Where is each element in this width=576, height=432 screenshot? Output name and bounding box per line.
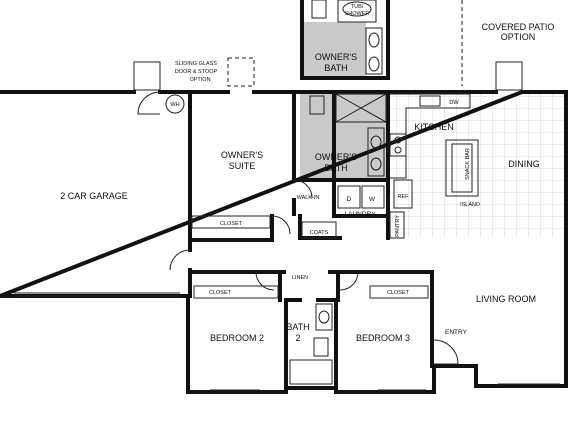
label-closet-bed2: CLOSET: [209, 290, 232, 296]
label-bath2-1: BATH: [286, 322, 309, 332]
label-walk-in: WALK-IN: [297, 195, 320, 201]
label-owners-suite-2: SUITE: [229, 161, 256, 171]
label-closet-bed3: CLOSET: [387, 290, 410, 296]
label-sliding-glass-2: DOOR & STOOP: [175, 69, 218, 75]
vanity-lower: [367, 127, 385, 177]
bath2-vanity: [315, 303, 333, 331]
range: [389, 133, 407, 157]
pantry-box: [389, 211, 405, 239]
label-bedroom2: BEDROOM 2: [210, 333, 264, 343]
upper-bath-tile: [304, 22, 366, 78]
label-coats: COATS: [310, 230, 329, 236]
label-owners-suite-1: OWNER'S: [221, 150, 263, 160]
bath2-toilet: [313, 337, 329, 357]
upper-bath-walls: [300, 0, 390, 80]
label-owners-bath-lower-1: OWNER'S: [315, 152, 357, 162]
stoop-left: [133, 61, 161, 91]
bath2-sink: [318, 310, 330, 324]
garage-door: [14, 292, 180, 297]
shower-lower: [335, 93, 387, 123]
closet-bed2: [193, 285, 279, 299]
label-covered-patio-1: COVERED PATIO: [482, 22, 555, 32]
label-laundry: LAUNDRY: [345, 211, 377, 218]
label-dw: DW: [449, 100, 459, 106]
label-covered-patio-2: OPTION: [501, 32, 536, 42]
toilet-lower: [309, 95, 325, 115]
washer: [361, 185, 385, 209]
lower-bath-tile: [300, 92, 388, 180]
fridge: [393, 179, 413, 209]
labels: COVERED PATIO OPTION TUB/ SHOWER OWNER'S…: [60, 4, 554, 343]
sink-lower-1: [370, 135, 382, 149]
closet-suite: [191, 215, 271, 229]
sink-lower-2: [370, 157, 382, 171]
kitchen-counter: [390, 93, 471, 179]
stoop-right: [227, 57, 255, 87]
vanity-upper: [365, 27, 383, 75]
label-dryer: D: [347, 196, 352, 203]
island: [445, 139, 479, 197]
bedroom-divider-walls: [278, 270, 340, 390]
toilet-upper: [311, 0, 327, 19]
bath-walls: [292, 90, 390, 240]
label-tub-shower-1: TUB/: [351, 4, 364, 10]
label-closet-suite: CLOSET: [220, 221, 243, 227]
suite-walls: [188, 90, 296, 242]
label-kitchen: KITCHEN: [414, 122, 454, 132]
label-garage: 2 CAR GARAGE: [60, 191, 128, 201]
sink-upper-2: [368, 56, 380, 72]
island-inner: [451, 143, 473, 193]
label-pantry: PANTRY: [395, 215, 401, 237]
label-bath2-2: 2: [295, 333, 300, 343]
label-entry: ENTRY: [445, 329, 468, 336]
label-sliding-glass-1: SLIDING GLASS: [175, 61, 217, 67]
hall-walls: [188, 270, 434, 368]
label-tub-shower-2: SHOWER: [345, 11, 370, 17]
label-owners-bath-upper-2: BATH: [324, 63, 347, 73]
kitchen-sink: [419, 95, 441, 107]
water-heater: [165, 94, 185, 114]
tub-upper-basin: [342, 1, 372, 17]
exterior-walls: [0, 90, 568, 394]
label-washer: W: [369, 196, 376, 203]
label-owners-bath-upper-1: OWNER'S: [315, 52, 357, 62]
coats-closet: [301, 221, 337, 239]
kitchen-tile-floor: [388, 92, 566, 238]
label-bedroom3: BEDROOM 3: [356, 333, 410, 343]
label-snack-bar: SNACK BAR: [465, 148, 471, 180]
label-wh: WH: [170, 102, 179, 108]
label-living-room: LIVING ROOM: [476, 294, 536, 304]
label-dining: DINING: [508, 159, 540, 169]
closet-bed3: [369, 285, 429, 299]
slider-lines-bottom: [210, 383, 560, 391]
label-linen: LINEN: [292, 275, 308, 281]
tub-upper: [337, 0, 377, 23]
label-sliding-glass-3: OPTION: [189, 77, 210, 83]
patio-stoop: [495, 61, 523, 91]
label-ref: REF: [398, 194, 410, 200]
label-island: ISLAND: [460, 202, 480, 208]
label-owners-bath-lower-2: BATH: [324, 163, 347, 173]
shower-x: [335, 93, 387, 123]
dryer: [337, 185, 361, 209]
bath2-tub: [289, 359, 333, 385]
sink-upper-1: [368, 32, 380, 48]
